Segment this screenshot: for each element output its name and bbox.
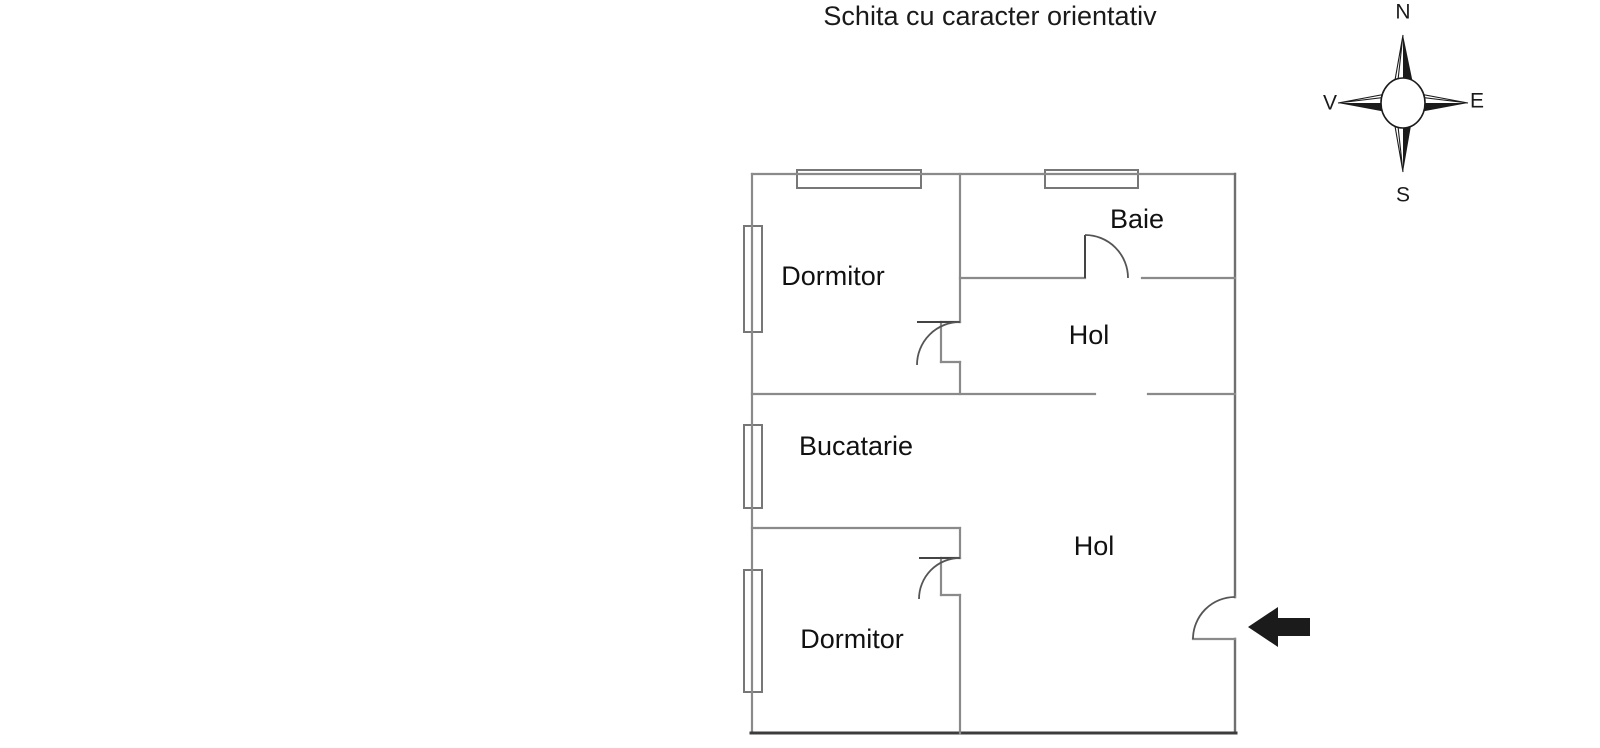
room-label-dormitor-top: Dormitor xyxy=(781,261,885,291)
entrance-arrow xyxy=(1248,607,1310,647)
door-dormitor-top-arc xyxy=(916,321,961,366)
compass-rose: N E S V xyxy=(1323,1,1484,207)
room-label-hol-bottom: Hol xyxy=(1074,531,1115,561)
door-dormitor-bottom xyxy=(918,557,961,600)
room-label-baie: Baie xyxy=(1110,204,1164,234)
door-entrance-arc xyxy=(1192,596,1236,640)
room-label-hol-top: Hol xyxy=(1069,320,1110,350)
door-dormitor-bottom-arc xyxy=(918,557,961,600)
room-labels-group: Dormitor Baie Hol Bucatarie Hol Dormitor xyxy=(781,204,1164,654)
compass-label-south: S xyxy=(1396,184,1410,207)
room-label-bucatarie: Bucatarie xyxy=(799,431,913,461)
compass-label-north: N xyxy=(1395,1,1410,24)
entrance-arrow-glyph xyxy=(1248,607,1310,647)
compass-label-east: E xyxy=(1470,90,1484,113)
window-north-baie xyxy=(1044,169,1139,189)
door-entrance xyxy=(1192,596,1236,640)
doors-group xyxy=(916,234,1236,640)
page-title: Schita cu caracter orientativ xyxy=(823,1,1157,31)
compass-hub xyxy=(1380,77,1426,129)
window-north-dormitor xyxy=(796,169,922,189)
door-baie xyxy=(1084,234,1129,279)
compass-label-west: V xyxy=(1323,92,1337,115)
room-label-dormitor-bottom: Dormitor xyxy=(800,624,904,654)
door-dormitor-top xyxy=(916,321,961,366)
windows-group xyxy=(743,169,1140,694)
door-baie-arc xyxy=(1084,234,1129,279)
